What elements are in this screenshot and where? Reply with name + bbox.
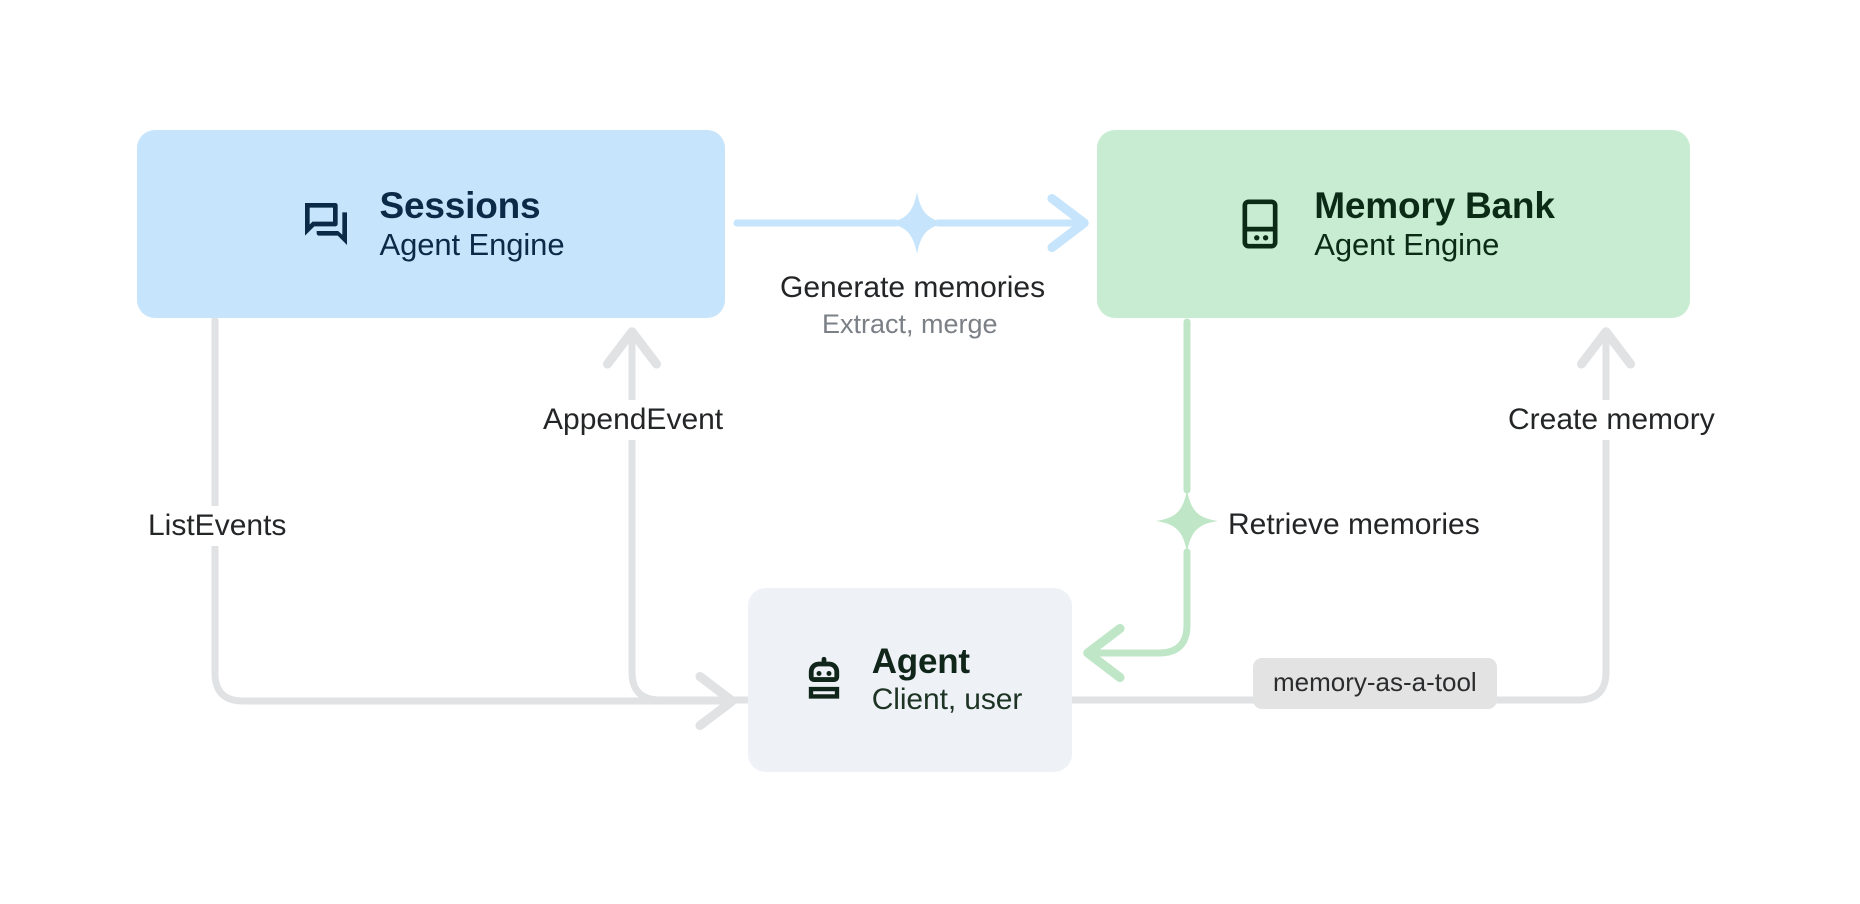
badge-memory-as-a-tool: memory-as-a-tool: [1253, 658, 1497, 709]
edge-label-retrieve-memories: Retrieve memories: [1218, 505, 1490, 545]
node-memory-bank[interactable]: Memory Bank Agent Engine: [1097, 130, 1690, 318]
edge-sublabel-extract-merge: Extract, merge: [812, 308, 1008, 341]
edge-label-append-event: AppendEvent: [533, 400, 734, 440]
edge-label-generate-memories: Generate memories: [770, 268, 1056, 308]
edge-label-list-events: ListEvents: [138, 506, 297, 546]
edge-generate-memories: [733, 192, 1089, 254]
edge-create-memory: [1068, 327, 1636, 704]
sparkle-icon: [886, 192, 948, 254]
node-memory-bank-subtitle: Agent Engine: [1314, 227, 1500, 263]
smart-toy-icon: [798, 654, 850, 706]
node-sessions[interactable]: Sessions Agent Engine: [137, 130, 725, 318]
edge-retrieve-memories: [1083, 318, 1218, 683]
node-memory-bank-title: Memory Bank: [1314, 184, 1555, 226]
node-sessions-title: Sessions: [379, 184, 541, 226]
database-icon: [1232, 196, 1288, 252]
forum-icon: [298, 196, 354, 252]
node-sessions-subtitle: Agent Engine: [379, 227, 565, 263]
node-agent[interactable]: Agent Client, user: [748, 588, 1072, 772]
sparkle-icon: [1156, 490, 1218, 552]
edge-label-create-memory: Create memory: [1498, 400, 1725, 440]
edge-append-event: [602, 327, 752, 704]
node-agent-title: Agent: [871, 642, 970, 682]
edge-list-events: [211, 316, 737, 731]
node-agent-subtitle: Client, user: [871, 682, 1023, 716]
